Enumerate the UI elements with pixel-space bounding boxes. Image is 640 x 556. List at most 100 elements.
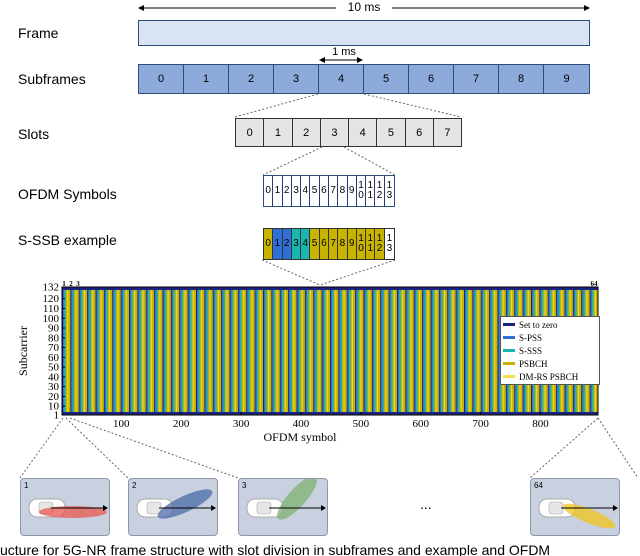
grid-column-dmrs xyxy=(377,287,379,415)
grid-column-dmrs xyxy=(251,287,253,415)
grid-column-dmrs xyxy=(217,287,219,415)
grid-column-ssss xyxy=(374,287,376,415)
ssb-symbol-cell: 4 xyxy=(301,229,311,259)
grid-column-dmrs xyxy=(485,287,487,415)
grid-column-ssss xyxy=(357,287,359,415)
legend-label: PSBCH xyxy=(519,358,548,369)
grid-column-dmrs xyxy=(92,287,94,415)
legend-swatch xyxy=(503,375,515,378)
grid-column-spss xyxy=(104,287,107,415)
ofdm-symbol-cell: 8 xyxy=(338,176,348,206)
grid-column-zero xyxy=(204,287,206,415)
beam-number: 2 xyxy=(132,481,137,490)
grid-column-ssss xyxy=(491,287,493,415)
slot-cell: 7 xyxy=(432,118,462,147)
grid-column-ssss xyxy=(432,287,435,415)
grid-column-spss xyxy=(155,287,157,415)
grid-column-dmrs xyxy=(276,287,278,415)
slot-cell: 0 xyxy=(235,118,265,147)
beam-panel-64: 64 xyxy=(530,478,620,536)
top-zero-band xyxy=(62,287,598,290)
grid-column-zero xyxy=(489,287,491,415)
grid-column-zero xyxy=(87,287,89,415)
frame-duration-arrow xyxy=(138,5,590,11)
y-tick-label: 80 xyxy=(48,332,60,344)
grid-column-ssss xyxy=(265,287,267,415)
grid-column-ssss xyxy=(189,287,192,415)
beam-ellipse xyxy=(39,506,107,518)
grid-column-dmrs xyxy=(142,287,144,415)
grid-column-dmrs xyxy=(243,287,245,415)
bottom-zero-band xyxy=(62,412,598,415)
beam-number: 1 xyxy=(24,481,29,490)
grid-column-dmrs xyxy=(284,287,286,415)
grid-column-zero xyxy=(397,287,399,415)
grid-column-zero xyxy=(129,287,131,415)
x-tick-label: 800 xyxy=(532,418,549,430)
subframe-duration-arrow xyxy=(319,57,363,63)
ssb-symbol-cell: 7 xyxy=(329,229,339,259)
beam-index-label: 3 xyxy=(76,280,80,288)
legend-swatch xyxy=(503,349,515,352)
x-tick-label: 700 xyxy=(472,418,489,430)
ofdm-symbol-cell: 2 xyxy=(282,176,292,206)
beam-panel-2: 2 xyxy=(128,478,218,536)
slot-cell: 4 xyxy=(348,118,378,147)
grid-column-dmrs xyxy=(176,287,178,415)
arrowhead-icon xyxy=(211,505,216,511)
grid-column-dmrs xyxy=(494,287,496,415)
grid-column-dmrs xyxy=(125,287,127,415)
grid-column-spss xyxy=(297,287,299,415)
grid-column-dmrs xyxy=(427,287,429,415)
grid-column-zero xyxy=(413,287,415,415)
ssb-symbol-cell: 6 xyxy=(319,229,329,259)
arrowhead-icon xyxy=(103,505,108,511)
grid-column-ssss xyxy=(466,287,468,415)
grid-column-dmrs xyxy=(452,287,454,415)
subframe-cell: 7 xyxy=(454,65,499,93)
grid-column-ssss xyxy=(457,287,460,415)
grid-column-ssss xyxy=(148,287,150,415)
grid-column-dmrs xyxy=(385,287,387,415)
grid-column-spss xyxy=(289,287,291,415)
grid-column-zero xyxy=(229,287,231,415)
grid-column-dmrs xyxy=(259,287,261,415)
slot-cell: 5 xyxy=(376,118,406,147)
grid-column-dmrs xyxy=(418,287,420,415)
grid-column-zero xyxy=(472,287,474,415)
grid-column-spss xyxy=(347,287,350,415)
grid-column-ssss xyxy=(256,287,259,415)
y-tick-label: 20 xyxy=(48,391,60,403)
x-axis-label: OFDM symbol xyxy=(263,430,337,444)
grid-column-dmrs xyxy=(150,287,152,415)
beam-index-label: 64 xyxy=(591,280,599,288)
grid-column-ssss xyxy=(240,287,242,415)
grid-column-zero xyxy=(363,287,365,415)
beam-number: 64 xyxy=(534,481,543,490)
arrowhead-icon xyxy=(321,505,326,511)
grid-column-spss xyxy=(339,287,341,415)
grid-column-spss xyxy=(96,287,98,415)
grid-column-ssss xyxy=(441,287,443,415)
grid-column-spss xyxy=(130,287,132,415)
grid-column-spss xyxy=(264,287,266,415)
grid-column-zero xyxy=(196,287,198,415)
grid-column-dmrs xyxy=(201,287,203,415)
grid-column-ssss xyxy=(399,287,401,415)
ssb-example-label: S-SSB example xyxy=(18,232,117,248)
grid-column-spss xyxy=(498,287,500,415)
grid-column-spss xyxy=(389,287,391,415)
grid-column-dmrs xyxy=(234,287,236,415)
grid-column-dmrs xyxy=(184,287,186,415)
grid-column-ssss xyxy=(298,287,301,415)
grid-column-ssss xyxy=(340,287,343,415)
arrowhead-icon xyxy=(613,505,618,511)
legend-label: Set to zero xyxy=(519,319,558,330)
frame-label: Frame xyxy=(18,25,59,41)
grid-column-ssss xyxy=(223,287,225,415)
grid-column-spss xyxy=(322,287,324,415)
